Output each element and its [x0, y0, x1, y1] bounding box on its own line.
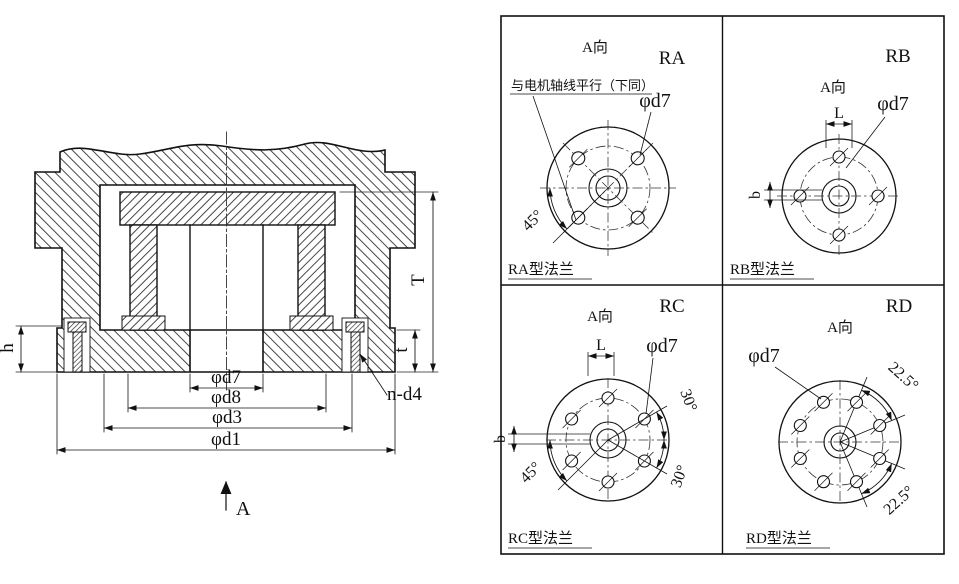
rc-angle30a-label: 30°	[676, 387, 700, 414]
rb-caption-label: RB型法兰	[730, 261, 795, 278]
rc-45-ray	[557, 439, 609, 491]
bolt-right	[345, 321, 365, 373]
ra-45-ray	[552, 187, 609, 244]
rc-angle45-label: 45°	[517, 459, 545, 487]
rb-b-label: b	[747, 191, 764, 199]
ra-hole-marks	[569, 149, 647, 227]
rc-30-rays	[607, 405, 668, 475]
dim-phi-d8-label: φd8	[211, 387, 241, 408]
bolt-left	[67, 321, 87, 373]
cross-section-view: φd7 φd8 φd3 φd1 T t h n-d4 A	[0, 131, 439, 520]
rd-dia-label: φd7	[748, 345, 780, 367]
rd-angle-a-label: 22.5°	[885, 359, 922, 395]
inner-skirt-right	[297, 224, 326, 331]
dim-t-label: t	[391, 347, 412, 353]
rd-225-arc-upper	[861, 389, 893, 421]
rd-view-label: A向	[827, 319, 853, 336]
flange-grid: A向 RA 与电机轴线平行（下同） φd7 45° RA型法兰	[492, 15, 945, 555]
dim-phi-d1-label: φd1	[211, 429, 241, 450]
bore-walls	[189, 224, 264, 331]
rc-caption-label: RC型法兰	[508, 530, 573, 547]
dim-phi-d7-label: φd7	[211, 367, 241, 388]
rb-dia-label: φd7	[877, 93, 909, 115]
rb-view-label: A向	[820, 79, 846, 96]
panel-rb: RB A向 L φd7 b RB型法兰	[730, 46, 911, 280]
rb-L-label: L	[834, 105, 844, 122]
dim-h-label: h	[0, 343, 18, 353]
leader-n-d4	[359, 353, 388, 396]
dim-n-d4-label: n-d4	[387, 384, 422, 405]
dim-phi-d3-label: φd3	[212, 407, 242, 428]
ra-caption-label: RA型法兰	[508, 261, 574, 278]
rb-b-extensions	[764, 189, 822, 201]
rc-dia-label: φd7	[646, 335, 678, 357]
rc-angle30b-label: 30°	[668, 463, 692, 490]
ra-dia-leader	[639, 111, 652, 156]
rc-dia-leader	[645, 357, 654, 415]
ra-45-arc	[547, 187, 568, 230]
panel-rc: RC A向 L φd7 30° 30° 45° b RC型法兰	[492, 296, 700, 549]
panel-rd: RD A向 φd7 22.5° 22.5° RD型法兰	[746, 296, 922, 549]
ra-view-label: A向	[582, 39, 608, 56]
rb-hole-marks	[790, 147, 888, 245]
ra-dia-label: φd7	[639, 90, 671, 112]
rd-angle-b-label: 22.5°	[881, 483, 918, 519]
grid-dividers	[501, 16, 944, 554]
rc-30-arc-lower	[656, 439, 667, 469]
view-direction-label: A	[236, 498, 251, 520]
rc-30-arc-upper	[656, 411, 667, 441]
rd-hole-rays	[839, 376, 906, 508]
panel-ra: A向 RA 与电机轴线平行（下同） φd7 45° RA型法兰	[508, 39, 686, 280]
rd-caption-label: RD型法兰	[746, 530, 812, 547]
rb-dia-leader	[845, 116, 886, 169]
ra-note-leader	[532, 95, 577, 221]
rb-code-label: RB	[885, 46, 910, 67]
retainer-right	[289, 315, 334, 331]
rd-225-arc-lower	[861, 463, 893, 495]
rd-hole-marks	[791, 393, 889, 491]
rc-code-label: RC	[659, 296, 684, 317]
retainer-left	[121, 315, 166, 331]
rd-dia-leader	[774, 366, 822, 400]
ra-note-label: 与电机轴线平行（下同）	[511, 78, 654, 93]
inner-skirt-left	[129, 224, 158, 331]
ra-angle-label: 45°	[519, 207, 547, 235]
rc-b-extensions	[508, 433, 590, 445]
rc-view-label: A向	[587, 308, 613, 325]
rc-b-label: b	[492, 435, 509, 443]
inner-cap	[119, 191, 336, 226]
extension-lines	[15, 191, 439, 455]
rd-code-label: RD	[886, 296, 912, 317]
ra-code-label: RA	[659, 48, 686, 69]
dim-T-label: T	[408, 274, 429, 286]
rc-L-label: L	[596, 337, 606, 354]
